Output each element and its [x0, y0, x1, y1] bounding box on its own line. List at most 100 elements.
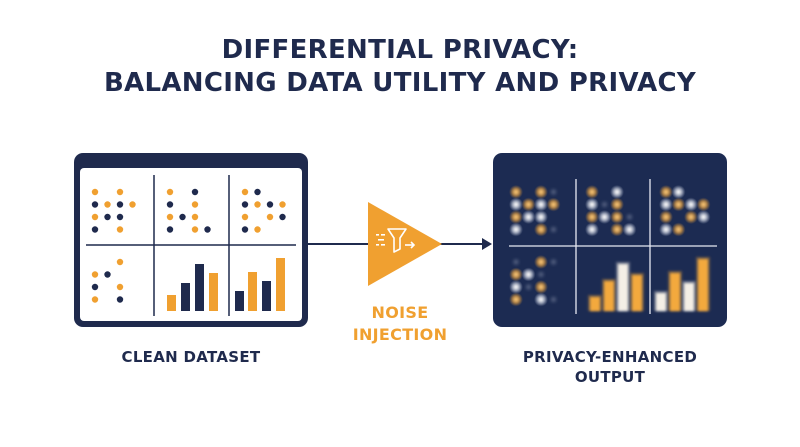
diagram-title: DIFFERENTIAL PRIVACY: BALANCING DATA UTI…: [0, 34, 800, 100]
noisy-dot: [538, 296, 544, 303]
bar: [276, 258, 285, 311]
data-dot: [116, 258, 124, 266]
data-dot: [241, 201, 249, 208]
output-caption-line-2: OUTPUT: [574, 368, 646, 386]
data-dot: [191, 226, 199, 233]
data-dot: [166, 201, 174, 208]
output-bar-charts: [588, 257, 710, 311]
noisy-dot: [589, 189, 595, 195]
noisy-dot: [675, 226, 682, 233]
noisy-bar: [670, 273, 680, 311]
noisy-dot: [513, 296, 519, 303]
noise-label-line-2: INJECTION: [352, 325, 448, 344]
noisy-dot: [663, 214, 669, 220]
data-dot: [166, 188, 174, 196]
data-dot: [254, 188, 261, 196]
funnel-icon: [376, 228, 416, 253]
noisy-bar: [604, 281, 614, 311]
noisy-dot: [614, 214, 620, 220]
data-dot: [266, 213, 274, 221]
noisy-dot: [513, 214, 519, 220]
privacy-output-panel: [493, 153, 727, 327]
noisy-dot: [513, 201, 519, 208]
data-dot: [279, 201, 286, 208]
bar: [235, 291, 244, 311]
noisy-dot: [700, 214, 707, 220]
bar: [181, 283, 190, 311]
noisy-bar: [632, 275, 642, 311]
noise-label-line-1: NOISE: [371, 303, 429, 322]
noise-dot: [551, 189, 556, 195]
noisy-dot: [525, 201, 532, 208]
noise-triangle: [368, 202, 442, 286]
noisy-dot: [688, 214, 694, 220]
noisy-dot: [525, 214, 532, 220]
output-caption-line-1: PRIVACY-ENHANCED: [522, 348, 698, 366]
bar: [209, 273, 218, 311]
noisy-dot: [589, 226, 595, 233]
data-dot: [254, 201, 261, 208]
data-dot: [266, 201, 274, 208]
noisy-dot: [614, 201, 620, 208]
noisy-dot: [700, 201, 707, 208]
noisy-dot: [538, 259, 544, 265]
noise-dot: [538, 272, 544, 277]
noisy-dot: [538, 189, 544, 195]
noisy-bar: [656, 293, 666, 311]
noisy-dot: [688, 201, 694, 208]
noisy-dot: [513, 226, 519, 233]
data-dot: [104, 201, 111, 208]
data-dot: [179, 213, 186, 221]
noisy-dot: [663, 201, 669, 208]
data-dot: [116, 213, 124, 221]
noise-injection-node: [368, 202, 442, 286]
title-line-2: BALANCING DATA UTILITY AND PRIVACY: [103, 68, 697, 98]
noisy-bar: [684, 283, 694, 311]
data-dot: [91, 296, 99, 303]
noisy-dot: [663, 226, 669, 233]
data-dot: [204, 226, 211, 233]
noise-dot: [513, 259, 519, 265]
data-dot: [116, 201, 124, 208]
noisy-dot: [589, 201, 595, 208]
data-dot: [254, 226, 261, 233]
noisy-bar: [618, 264, 628, 311]
bar: [195, 264, 204, 311]
title-line-1: DIFFERENTIAL PRIVACY:: [221, 35, 579, 65]
output-dot-grids: [509, 185, 711, 307]
data-dot: [116, 296, 124, 303]
data-dot: [191, 213, 199, 221]
bar: [248, 272, 257, 311]
data-dot: [91, 226, 99, 233]
data-dot: [166, 226, 174, 233]
data-dot: [91, 188, 99, 196]
noisy-dot: [675, 189, 682, 195]
noisy-dot: [538, 214, 544, 220]
noisy-dot: [663, 189, 669, 195]
noise-dot: [551, 297, 556, 302]
noise-injection-label: NOISE INJECTION: [330, 302, 470, 346]
noise-dot: [526, 284, 531, 290]
noisy-dot: [513, 271, 519, 278]
noisy-bar: [698, 259, 708, 311]
data-dot: [104, 213, 111, 221]
data-dot: [191, 201, 199, 208]
data-dot: [166, 213, 174, 221]
arrow-head: [482, 238, 492, 250]
noisy-dot: [513, 284, 519, 290]
data-dot: [91, 201, 99, 208]
data-dot: [241, 226, 249, 233]
noisy-dot: [538, 201, 544, 208]
noisy-dot: [538, 226, 544, 233]
noisy-dot: [675, 201, 682, 208]
noisy-dot: [538, 284, 544, 290]
data-dot: [191, 188, 199, 196]
data-dot: [104, 271, 111, 278]
noise-dot: [551, 259, 556, 265]
data-dot: [129, 201, 136, 208]
data-dot: [91, 283, 99, 291]
data-dot: [241, 213, 249, 221]
noisy-dot: [614, 226, 620, 233]
noisy-dot: [550, 201, 557, 208]
